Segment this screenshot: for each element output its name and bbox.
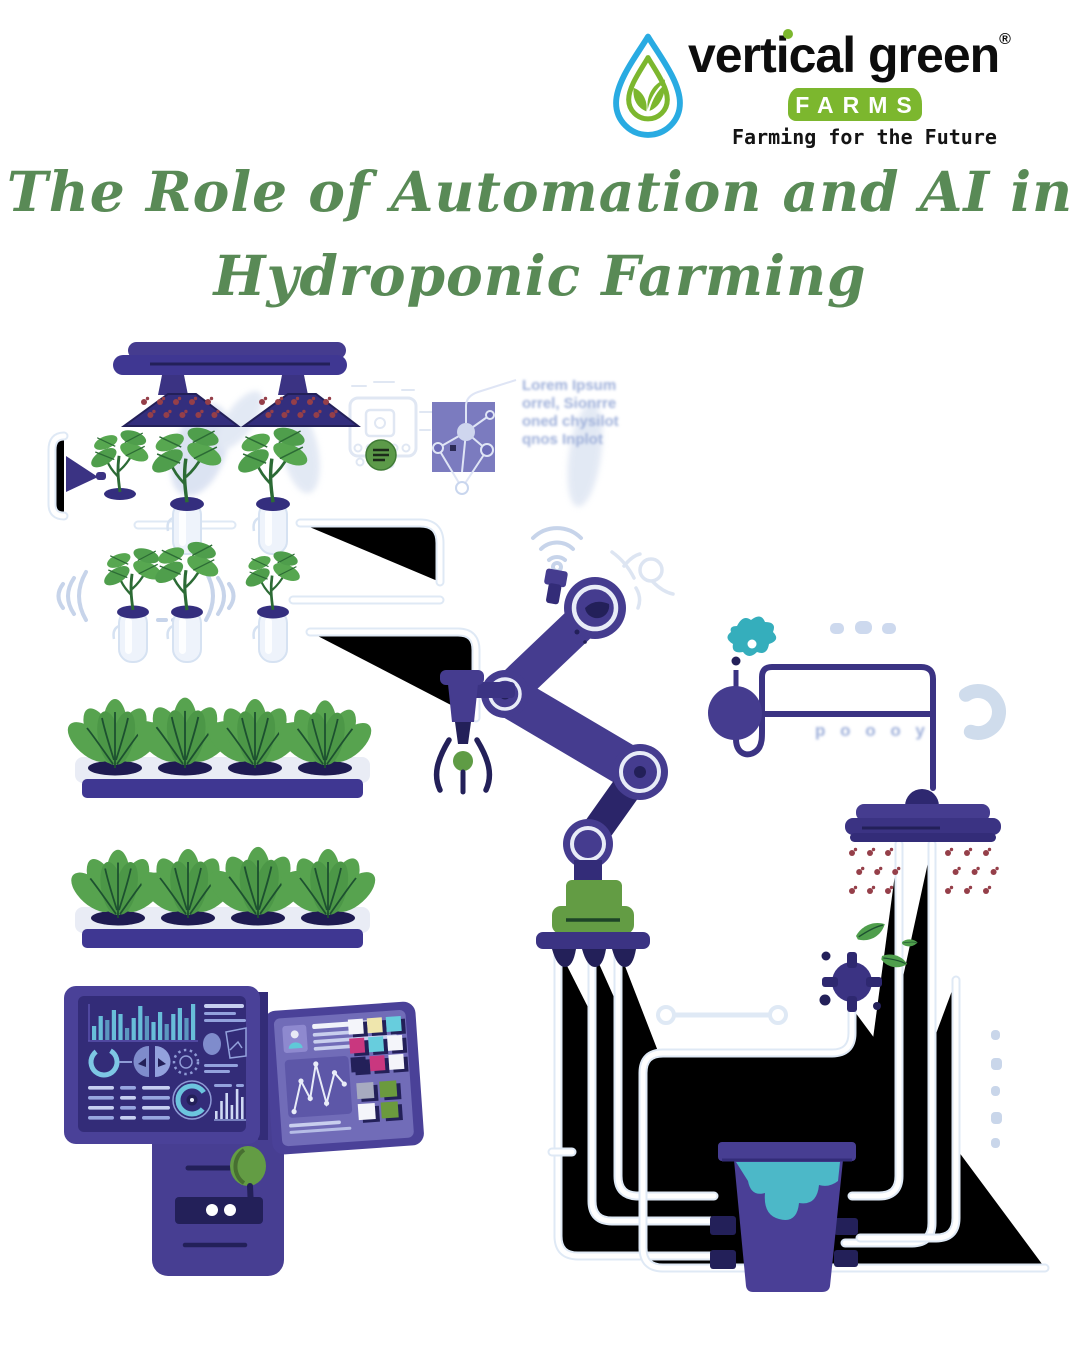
dial-gauge: [172, 1080, 212, 1120]
farms-banner: FARMS: [788, 88, 922, 121]
dashboard-text-lines: [204, 1004, 246, 1073]
dashboard-bar-chart: [88, 1004, 198, 1042]
circuit-node-link: [656, 1005, 788, 1025]
donut-chart: [88, 1046, 132, 1078]
water-tank: [710, 1142, 858, 1292]
hydroponic-tray-2: [63, 846, 383, 948]
hydroponics-illustration: Lorem Ipsum orrel, Sionrre oned chysilot…: [0, 342, 1080, 1292]
seedling-with-funnel: [66, 425, 153, 500]
pump-valve: [708, 686, 762, 740]
svg-text:Lorem Ipsum: Lorem Ipsum: [522, 377, 616, 394]
hydroponic-tray-1: [60, 696, 379, 798]
registered-mark: ®: [999, 31, 1011, 48]
gripper-claw: [433, 670, 515, 795]
brand-logo: vertical green® FARMS Farming for the Fu…: [600, 22, 1060, 157]
menu-icon: [365, 439, 397, 471]
brand-name: vertical green®: [688, 27, 1011, 83]
control-station: [64, 986, 424, 1276]
stamp-badge: [172, 1048, 200, 1076]
kiosk-controls: [175, 1146, 266, 1248]
svg-text:oned chysilot: oned chysilot: [522, 413, 619, 430]
green-i-dot: [783, 29, 793, 39]
mini-bar-chart: [214, 1084, 246, 1121]
splash-icon: [727, 616, 777, 688]
pipe-placeholder-text: p o o o y: [815, 721, 930, 740]
valve-node: [819, 917, 919, 1012]
title-line-1: The Role of Automation and AI in: [6, 159, 1074, 224]
wifi-icon: [531, 526, 583, 573]
gauge-pair: [133, 1046, 171, 1077]
network-node-diagram: [432, 379, 517, 495]
irrigation-assembly: p o o o y: [708, 616, 1001, 894]
avatar: [282, 1024, 308, 1053]
seedling-test-tubes-row-1: [146, 422, 313, 556]
dashboard-table: [88, 1086, 170, 1120]
horseshoe-sketch: [950, 684, 1006, 740]
title-line-2: Hydroponic Farming: [213, 243, 867, 308]
logo-tagline: Farming for the Future: [732, 125, 997, 149]
callout-placeholder-text: Lorem Ipsum orrel, Sionrre oned chysilot…: [522, 377, 619, 448]
svg-text:orrel, Sionrre: orrel, Sionrre: [522, 395, 616, 412]
sprinkler-shower-head: [845, 789, 1001, 842]
stick-figure-sketch: [610, 550, 675, 610]
color-swatches: [347, 1015, 409, 1123]
water-droplet-leaf-icon: [613, 33, 683, 138]
light-spray-drops: [141, 396, 338, 418]
dashboard-monitor: [64, 986, 268, 1144]
decorative-dots: [830, 621, 1002, 1148]
tablet-screen: [263, 1001, 424, 1155]
poster-title: The Role of Automation and AI in Hydropo…: [0, 150, 1080, 318]
grow-light-fixture: [113, 342, 361, 427]
water-drops: [849, 847, 999, 894]
seedling-test-tubes-row-2: [99, 537, 304, 664]
robotic-arm: [433, 526, 668, 967]
svg-text:qnos Inplot: qnos Inplot: [522, 431, 603, 448]
